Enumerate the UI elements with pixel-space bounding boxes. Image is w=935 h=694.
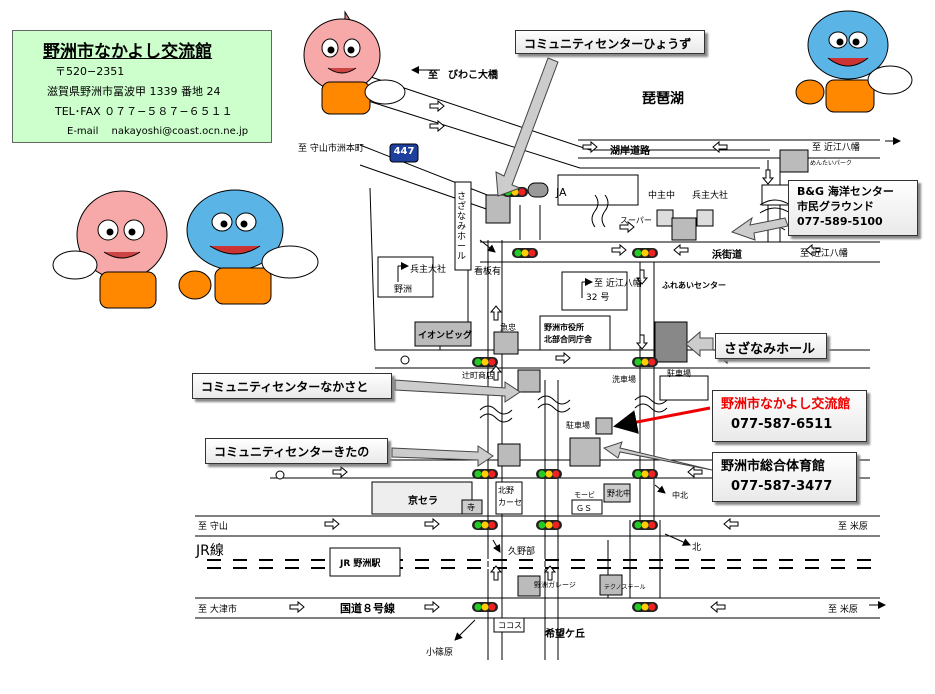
callout-nakayoshi: 野洲市なかよし交流館 077-587-6511 [712,390,867,442]
gym-building [569,437,601,467]
label-gs: ＧＳ [576,504,592,513]
label-kitano-karate: 北野 カーセ [498,486,522,507]
callout-hyouzu: コミュニティセンターひょうず [515,30,705,54]
address: 滋賀県野洲市冨波甲 1339 番地 24 [47,85,221,98]
label-biwako: 琵琶湖 [642,91,684,107]
direction-arrows [289,99,821,614]
bg-center-building [671,217,697,241]
hyouzu-building [485,194,511,224]
label-hyozu-taisha-2: 兵主大社 [410,265,447,275]
label-to-biwako-bridge: 至 びわこ大橋 [428,70,498,81]
bg-name: B&G 海洋センター [797,185,894,198]
label-kunobe: 久野部 [508,547,536,557]
label-to-omihachiman-3: 至 近江八幡 [594,279,642,289]
nakasato-building [517,369,541,393]
gym-name: 野洲市総合体育館 [721,459,826,474]
label-kokosu: ココス [498,621,522,630]
label-to-omihachiman-2: 至 近江八幡 [800,249,848,259]
route-447-label: 447 [393,146,415,157]
label-to-maibara-1: 至 米原 [838,522,868,532]
bg-tel: 077-589-5100 [797,215,883,228]
tel-fax: TEL･FAX ０７７−５８７−６５１１ [55,105,233,118]
callout-kitano: コミュニティセンターきたの [205,438,388,464]
label-no32: 32 号 [586,293,610,303]
label-city-hall-1: 野洲市役所 [544,323,584,332]
label-kyocera: 京セラ [408,496,438,507]
label-sazanami-hall-v: さざなみホール [457,192,467,262]
label-jr-yasu: JR 野洲駅 [340,559,381,569]
label-to-moriyama-suji: 至 守山市洲本町 [298,144,364,154]
label-supa: スーパー [620,216,652,225]
callout-bg-center: B&G 海洋センター 市民グラウンド 077-589-5100 [788,180,918,236]
label-techno: テクノステール [604,584,646,591]
label-aeon: イオンビッグ [418,331,473,341]
kyocera-building [371,481,473,515]
label-hyozu-taisha-1: 兵主大社 [692,191,729,201]
sazanami-hall-road-box [454,181,472,271]
mascot-pink-top [303,10,406,115]
mascot-pink-left [52,190,168,309]
label-yasukita-chu-2: 中北 [672,491,688,500]
label-chushajo-2: 駐車場 [566,421,590,430]
label-to-moriyama: 至 守山 [198,522,228,532]
gym-tel: 077-587-3477 [731,479,833,494]
label-tsuji: 辻町商店 [462,371,494,380]
label-fureai: ふれあいセンター [662,281,726,290]
facility-info-box: 野洲市なかよし交流館 〒520−2351 滋賀県野洲市冨波甲 1339 番地 2… [12,30,272,143]
label-to-omihachiman-1: 至 近江八幡 [812,143,860,153]
label-to-otsu: 至 大津市 [198,605,237,615]
label-yasukita-chu-1: 野北中 [607,489,631,498]
callout-gym: 野洲市総合体育館 077-587-3477 [712,452,857,502]
label-to-maibara-2: 至 米原 [828,605,858,615]
traffic-signals [472,187,658,612]
label-mobil: モービ [574,491,595,499]
mascot-blue-top [795,10,913,113]
callout-nakasato: コミュニティセンターなかさと [192,373,392,399]
label-kibogaoka: 希望ケ丘 [545,629,585,640]
label-shinohara: 小篠原 [426,648,454,658]
sazanami-hall-building [654,321,688,363]
label-route8: 国道８号線 [340,602,395,615]
label-senshajo: 洗車場 [612,375,636,384]
nakayoshi-pointer [613,406,711,434]
label-naka-chu: 中主中 [648,191,676,201]
mascot-blue-left [178,189,319,305]
road-diagonal-upper [364,74,770,151]
label-kanban: 看板有 [474,267,502,277]
postal-code: 〒520−2351 [55,65,125,78]
bg-sub: 市民グラウンド [797,200,874,213]
nakayoshi-building [595,417,613,435]
label-yasu-garage: 野洲ガレージ [534,581,576,589]
kitano-building [497,443,521,467]
label-jr-line: JR線 [196,543,224,559]
email: E-mail nakayoshi@coast.ocn.ne.jp [67,126,249,137]
label-ja: JA [556,186,567,199]
label-kita: 北 [692,543,702,553]
target-name: 野洲市なかよし交流館 [721,397,851,412]
label-city-hall-2: 北部合同庁舎 [544,335,592,344]
label-yasu: 野洲 [394,285,413,295]
hyouzu-pointer [495,57,559,197]
label-tera: 寺 [467,503,475,512]
facility-name: 野洲市なかよし交流館 [43,42,213,62]
label-hamakaido: 浜街道 [712,250,742,261]
callout-sazanami: さざなみホール [715,333,827,359]
target-tel: 077-587-6511 [731,417,833,432]
label-kogan-road: 湖岸道路 [610,146,650,157]
label-uouo: 魚忠 [500,323,516,332]
label-chushajo-1: 駐車場 [667,369,691,378]
label-menta: めんたいパーク [810,160,853,167]
